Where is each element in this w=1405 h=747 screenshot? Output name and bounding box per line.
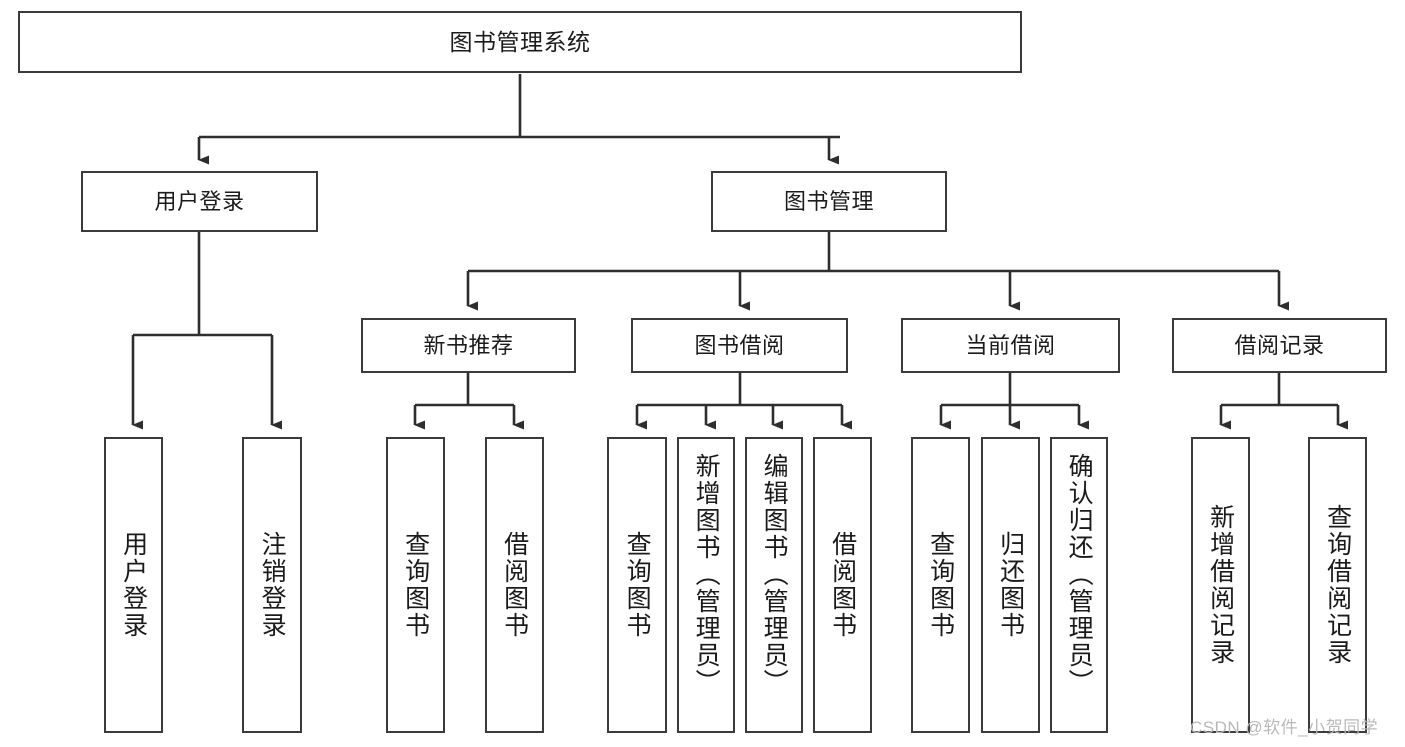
node-label: 新增借阅记录 [1206,504,1235,666]
watermark-csdn: CSDN @软件_小贺同学 [1190,718,1379,737]
node-label: 借阅图书 [500,531,529,639]
leaf-query-book-recommend[interactable]: 查询图书 [386,437,445,733]
leaf-user-login[interactable]: 用户登录 [104,437,163,733]
leaf-edit-book-admin[interactable]: 编辑图书（管理员） [745,437,803,733]
node-user-login[interactable]: 用户登录 [81,171,318,232]
node-label: 新书推荐 [423,332,514,358]
leaf-add-book-admin[interactable]: 新增图书（管理员） [677,437,735,733]
node-label: 查询借阅记录 [1323,504,1352,666]
node-label: 新增图书（管理员） [692,453,721,696]
leaf-query-borrow-record[interactable]: 查询借阅记录 [1308,437,1367,733]
node-label: 查询图书 [401,531,430,639]
node-new-book-recommend[interactable]: 新书推荐 [361,318,576,373]
leaf-borrow-book[interactable]: 借阅图书 [813,437,872,733]
node-label: 注销登录 [258,531,287,639]
leaf-confirm-return-admin[interactable]: 确认归还（管理员） [1050,437,1108,733]
node-borrow-records[interactable]: 借阅记录 [1172,318,1387,373]
node-label: 借阅记录 [1234,332,1325,358]
leaf-return-book[interactable]: 归还图书 [981,437,1040,733]
node-label: 查询图书 [623,531,652,639]
node-label: 当前借阅 [965,332,1056,358]
node-root-system[interactable]: 图书管理系统 [18,11,1022,73]
node-label: 编辑图书（管理员） [760,453,789,696]
node-book-management[interactable]: 图书管理 [711,171,947,232]
leaf-borrow-book-recommend[interactable]: 借阅图书 [485,437,544,733]
node-label: 图书借阅 [694,332,785,358]
node-label: 用户登录 [154,188,245,214]
leaf-logout[interactable]: 注销登录 [242,437,302,733]
leaf-query-book-borrow[interactable]: 查询图书 [607,437,667,733]
node-label: 借阅图书 [828,531,857,639]
node-label: 用户登录 [119,531,148,639]
leaf-add-borrow-record[interactable]: 新增借阅记录 [1191,437,1250,733]
node-label: 查询图书 [926,531,955,639]
node-label: 确认归还（管理员） [1065,453,1094,696]
node-book-borrow[interactable]: 图书借阅 [631,318,848,373]
node-label: 归还图书 [996,531,1025,639]
node-label: 图书管理系统 [449,28,591,55]
node-label: 图书管理 [783,188,874,214]
leaf-query-book-current[interactable]: 查询图书 [911,437,970,733]
node-current-borrow[interactable]: 当前借阅 [901,318,1120,373]
